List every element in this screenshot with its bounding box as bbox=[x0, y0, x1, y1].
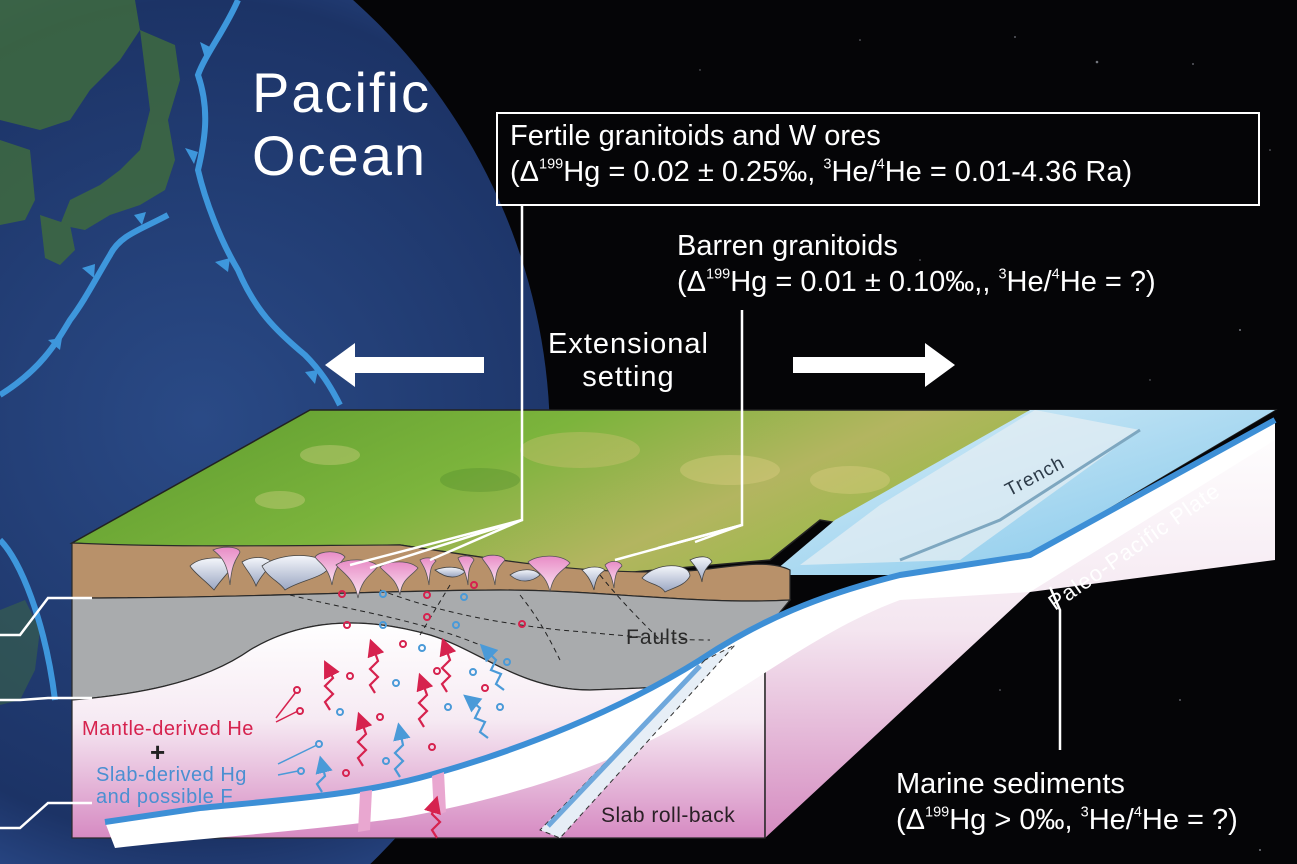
rolled-back-slab-stripe bbox=[546, 664, 702, 828]
hg-particles bbox=[297, 590, 511, 775]
plus-sign: + bbox=[150, 737, 166, 767]
right-arrow bbox=[793, 343, 955, 387]
ocean-label-line2: Ocean bbox=[252, 123, 427, 187]
trench-lines bbox=[0, 0, 343, 701]
he-flux-arrows bbox=[323, 637, 457, 839]
ocean-label-line1: Pacific bbox=[252, 61, 431, 124]
block-right-face bbox=[765, 420, 1275, 838]
fertile-plutons bbox=[212, 546, 623, 599]
fertile-title: Fertile granitoids and W ores bbox=[510, 120, 881, 152]
annotation-leaders bbox=[0, 206, 1062, 830]
barren-plutons bbox=[189, 555, 713, 593]
fault-lines bbox=[289, 574, 711, 661]
slab-top-blue-line bbox=[104, 417, 1277, 825]
mantle-he-label: Mantle-derived He bbox=[82, 718, 254, 740]
slab-hg-label: Slab-derived Hg and possible F bbox=[96, 764, 247, 808]
extensional-setting-label: Extensional setting bbox=[548, 328, 709, 394]
barren-title: Barren granitoids bbox=[677, 230, 898, 262]
label-leaders bbox=[275, 691, 318, 776]
terrain-relief bbox=[255, 432, 890, 509]
fertile-isotope-values: (Δ199Hg = 0.02 ± 0.25‰, 3He/4He = 0.01-4… bbox=[510, 156, 1133, 189]
trench-zone bbox=[800, 410, 1140, 565]
land-masses bbox=[0, 0, 180, 705]
stars bbox=[699, 36, 1271, 851]
fertile-granitoids-label: Fertile granitoids and W ores (Δ199Hg = … bbox=[510, 118, 1132, 191]
barren-isotope-values: (Δ199Hg = 0.01 ± 0.10‰,, 3He/4He = ?) bbox=[677, 266, 1156, 299]
left-arrow bbox=[325, 343, 484, 387]
barren-granitoids-label: Barren granitoids (Δ199Hg = 0.01 ± 0.10‰… bbox=[677, 228, 1156, 301]
marine-sediments-label: Marine sediments (Δ199Hg > 0‰, 3He/4He =… bbox=[896, 766, 1238, 839]
he-particles bbox=[293, 581, 526, 777]
marine-isotope-values: (Δ199Hg > 0‰, 3He/4He = ?) bbox=[896, 804, 1238, 837]
slab-rollback-label: Slab roll-back bbox=[601, 804, 736, 827]
marine-title: Marine sediments bbox=[896, 768, 1125, 800]
trench-edge bbox=[899, 428, 1141, 562]
ocean-label: Pacific Ocean bbox=[252, 61, 431, 187]
hg-flux-arrows bbox=[315, 643, 505, 793]
faults-label: Faults bbox=[626, 626, 690, 649]
trench-teeth bbox=[48, 42, 318, 384]
fertile-granitoids-box bbox=[496, 112, 1260, 206]
